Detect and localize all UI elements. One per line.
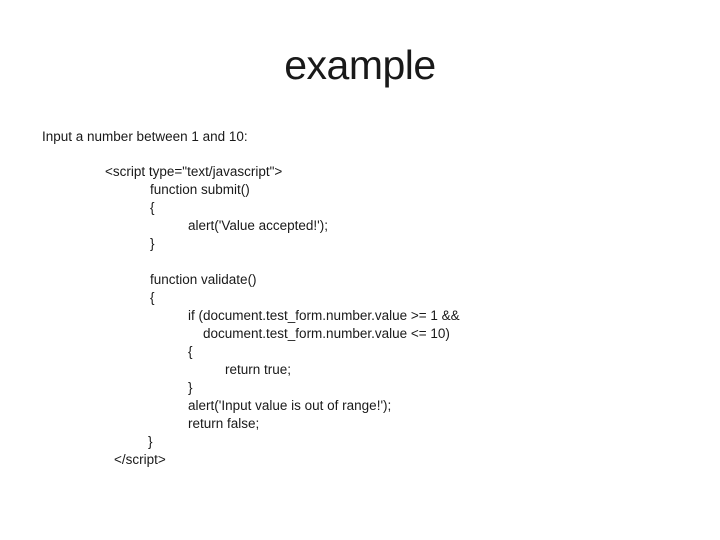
code-line: { [150,290,155,305]
code-line: } [150,236,155,251]
code-line: } [188,380,193,395]
code-line: function validate() [150,272,257,287]
slide-title: example [284,42,436,88]
code-line: <script type="text/javascript"> [105,164,283,179]
code-line: alert('Value accepted!'); [188,218,328,233]
code-line: function submit() [150,182,250,197]
code-line: { [150,200,155,215]
code-line: if (document.test_form.number.value >= 1… [188,308,460,323]
intro-text: Input a number between 1 and 10: [42,129,248,144]
code-line: alert('Input value is out of range!'); [188,398,392,413]
code-line: </script> [114,452,166,467]
code-block: <script type="text/javascript"> function… [0,163,720,469]
code-line: } [148,434,153,449]
code-line: return true; [225,362,292,377]
code-line: { [188,344,193,359]
code-line: return false; [188,416,260,431]
code-line: document.test_form.number.value <= 10) [203,326,450,341]
